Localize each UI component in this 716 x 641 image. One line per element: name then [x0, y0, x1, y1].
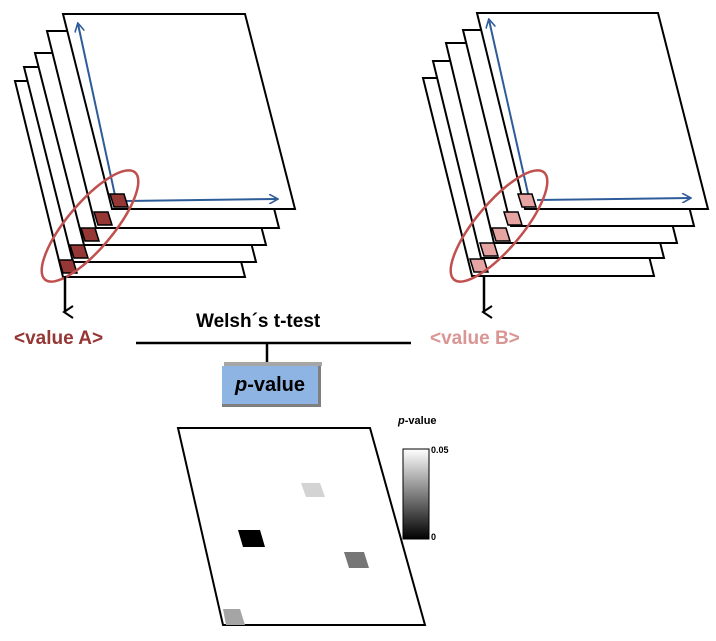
axis-b-horizontal — [536, 198, 690, 200]
pvalue-box-shadow — [224, 362, 322, 366]
colorbar-max-label: 0.05 — [431, 445, 449, 455]
value-a-text: <value A> — [14, 328, 104, 349]
axis-a-vertical — [78, 24, 117, 201]
voxel-light — [301, 483, 325, 497]
axis-b-vertical — [489, 20, 530, 199]
voxel-a-1 — [108, 193, 130, 208]
value-a-label: <value A> — [14, 328, 103, 350]
pvalue-map — [176, 427, 427, 626]
selection-ellipse-a — [40, 169, 140, 283]
voxel-black — [238, 530, 265, 547]
voxel-b-1 — [516, 193, 538, 208]
pvalue-box-p: p — [234, 373, 248, 396]
image-stack-b — [421, 12, 710, 277]
voxel-b-2 — [502, 211, 524, 226]
value-b-text: <value B> — [430, 328, 520, 349]
colorbar-min-label: 0 — [431, 532, 437, 542]
voxels-b — [468, 193, 538, 273]
voxel-a-4 — [68, 244, 90, 259]
slice-b-1 — [475, 12, 710, 210]
voxel-b-4 — [478, 242, 500, 257]
voxels-a — [57, 193, 130, 274]
axes-b — [489, 20, 690, 200]
axis-a-horizontal — [123, 199, 277, 201]
voxel-a-2 — [92, 211, 114, 226]
voxel-a-5 — [57, 259, 79, 274]
colorbar-title-p: p — [398, 415, 405, 427]
selection-ellipse-b — [449, 169, 549, 283]
pvalue-box-rest: -value — [247, 373, 306, 396]
colorbar-title-rest: -value — [404, 415, 437, 427]
test-label: Welsh´s t-test — [196, 311, 321, 332]
pvalue-box: p-value — [222, 366, 321, 407]
colorbar — [402, 448, 430, 540]
voxel-b-3 — [490, 227, 512, 242]
voxel-b-5 — [468, 258, 490, 273]
colorbar-title: p-value — [398, 415, 437, 427]
axes-a — [78, 24, 277, 201]
image-stack-a — [13, 13, 297, 278]
value-b-label: <value B> — [430, 328, 520, 350]
voxel-mid-gray — [344, 552, 369, 568]
voxel-corner — [223, 609, 245, 625]
slice-a-1 — [61, 13, 297, 210]
voxel-a-3 — [79, 227, 101, 242]
result-voxels — [223, 483, 369, 625]
